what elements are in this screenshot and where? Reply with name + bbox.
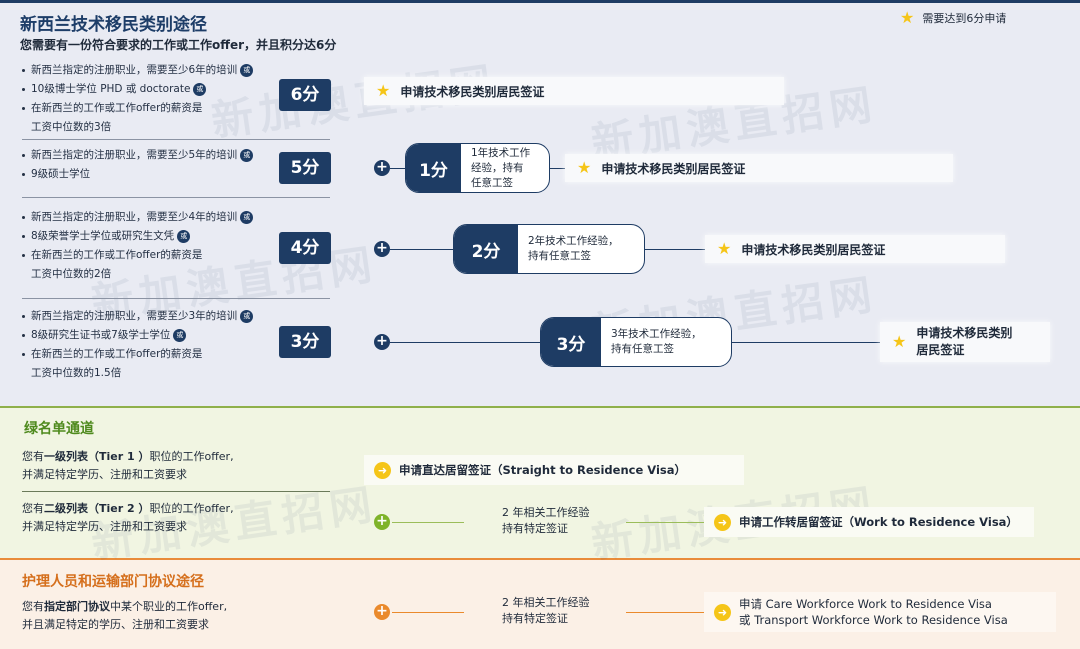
or-badge: 或 <box>240 63 254 77</box>
score-box: 5分 <box>279 152 331 184</box>
tier2-requirement: 2 年相关工作经验 持有特定签证 <box>502 506 590 535</box>
green-list-title: 绿名单通道 <box>24 421 94 437</box>
sector-title: 护理人员和运输部门协议途径 <box>22 574 204 590</box>
arrow-right-icon: ➜ <box>714 513 731 531</box>
criteria-list: 新西兰指定的注册职业，需要至少4年的培训或 8级荣誉学士学位或研究生文凭或 在新… <box>22 208 254 284</box>
or-badge: 或 <box>177 229 191 243</box>
row-divider <box>22 139 330 140</box>
criteria-list: 新西兰指定的注册职业，需要至少5年的培训或 9级硕士学位 <box>22 146 254 184</box>
score-box: 3分 <box>279 326 331 358</box>
row-divider <box>22 197 330 198</box>
result-box: ★ 申请技术移民类别居民签证 <box>565 154 953 182</box>
arrow-right-icon: ➜ <box>714 603 731 621</box>
star-icon: ★ <box>717 239 732 258</box>
result-box: ★ 申请技术移民类别居民签证 <box>705 235 1005 263</box>
or-badge: 或 <box>240 210 254 224</box>
criteria-list: 新西兰指定的注册职业，需要至少3年的培训或 8级研究生证书或7级学士学位或 在新… <box>22 307 254 383</box>
section-title: 新西兰技术移民类别途径 <box>20 15 207 35</box>
sector-result: ➜ 申请 Care Workforce Work to Residence Vi… <box>704 592 1056 632</box>
or-badge: 或 <box>173 328 187 342</box>
or-badge: 或 <box>193 82 207 96</box>
star-icon: ★ <box>892 332 907 351</box>
legend: ★ 需要达到6分申请 <box>900 10 1006 26</box>
score-box: 6分 <box>279 79 331 111</box>
sector-requirement: 2 年相关工作经验 持有特定签证 <box>502 596 590 625</box>
row-divider <box>22 491 330 492</box>
plus-icon: + <box>374 514 390 530</box>
or-badge: 或 <box>240 309 254 323</box>
arrow-right-icon: ➜ <box>374 461 391 479</box>
tier1-result: ➜ 申请直达居留签证（Straight to Residence Visa） <box>364 455 744 485</box>
result-box: ★ 申请技术移民类别 居民签证 <box>880 322 1050 362</box>
star-icon: ★ <box>376 81 391 100</box>
sector-description: 您有指定部门协议中某个职业的工作offer, 并且满足特定的学历、注册和工资要求 <box>22 600 228 631</box>
tier1-description: 您有一级列表（Tier 1 ）职位的工作offer, 并满足特定学历、注册和工资… <box>22 450 234 481</box>
result-box: ★ 申请技术移民类别居民签证 <box>364 77 784 105</box>
section-subtitle: 您需要有一份符合要求的工作或工作offer，并且积分达6分 <box>20 38 337 52</box>
plus-icon: + <box>374 334 390 350</box>
star-icon: ★ <box>900 8 915 27</box>
criteria-list: 新西兰指定的注册职业，需要至少6年的培训或 10级博士学位 PHD 或 doct… <box>22 61 254 137</box>
extra-points-pill: 3分 3年技术工作经验， 持有任意工签 <box>540 317 732 367</box>
row-divider <box>22 298 330 299</box>
extra-points-pill: 1分 1年技术工作 经验，持有 任意工签 <box>405 143 550 193</box>
plus-icon: + <box>374 160 390 176</box>
star-icon: ★ <box>577 158 592 177</box>
legend-label: 需要达到6分申请 <box>922 12 1007 25</box>
score-box: 4分 <box>279 232 331 264</box>
plus-icon: + <box>374 604 390 620</box>
plus-icon: + <box>374 241 390 257</box>
tier2-result: ➜ 申请工作转居留签证（Work to Residence Visa） <box>704 507 1034 537</box>
tier2-description: 您有二级列表（Tier 2 ）职位的工作offer, 并满足特定学历、注册和工资… <box>22 502 234 533</box>
extra-points-pill: 2分 2年技术工作经验， 持有任意工签 <box>453 224 645 274</box>
or-badge: 或 <box>240 148 254 162</box>
